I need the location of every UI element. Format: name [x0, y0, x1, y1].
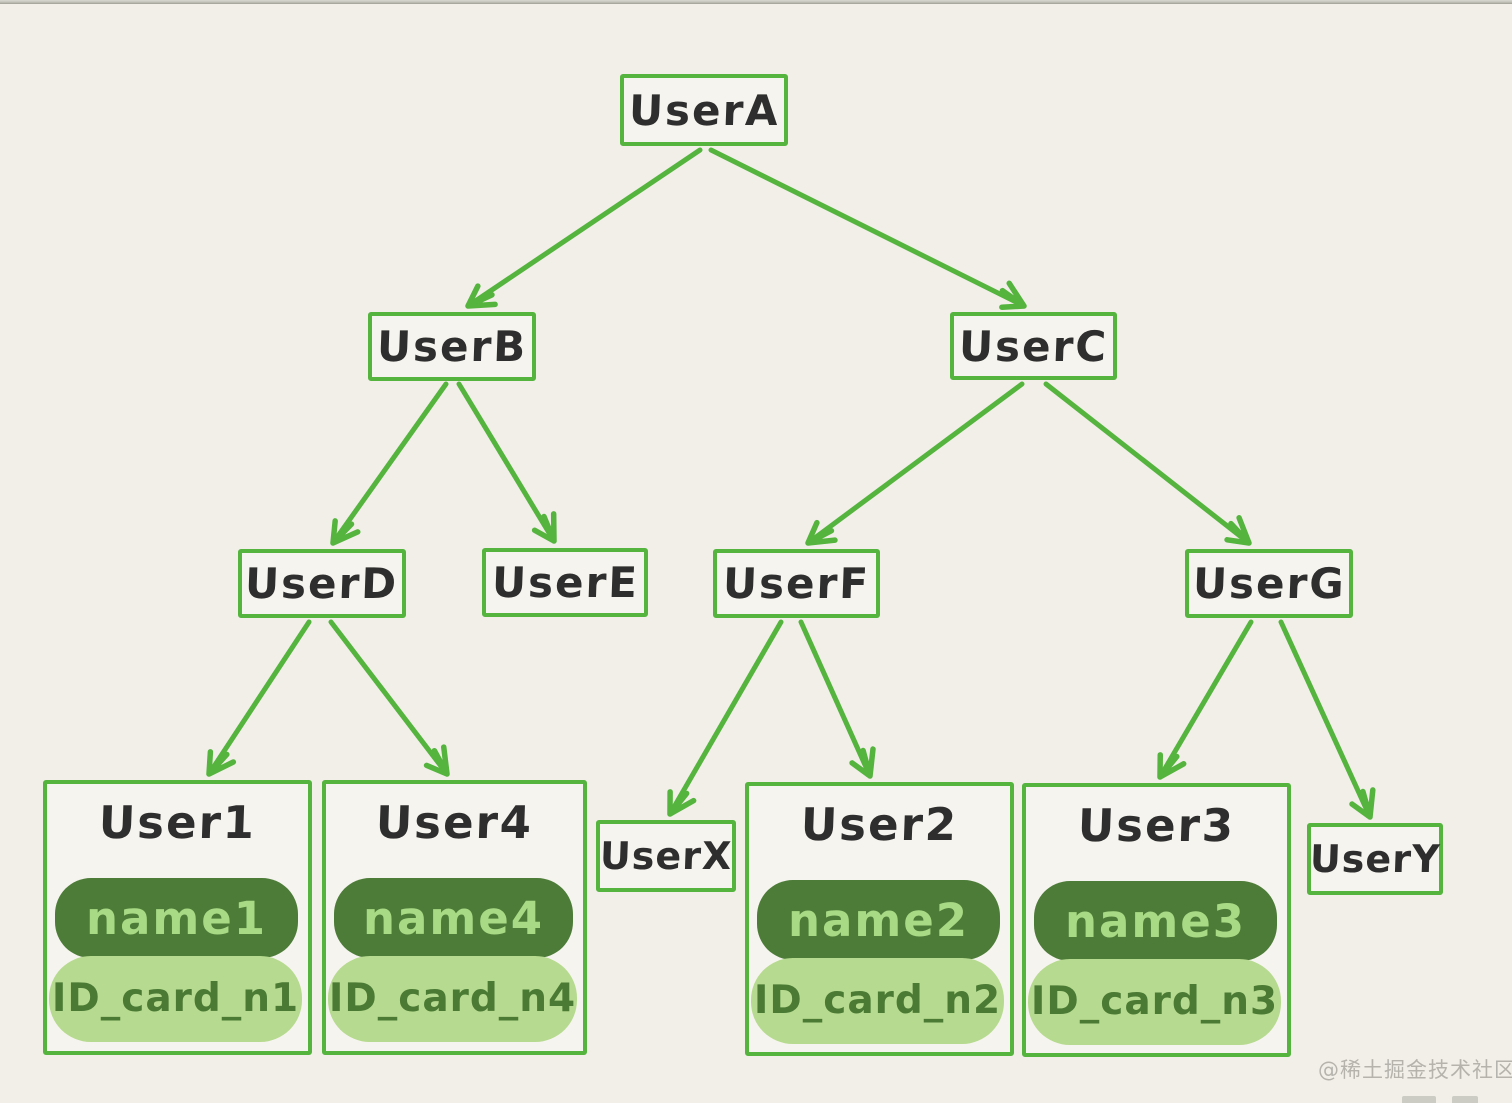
node-usera: UserA [620, 74, 788, 146]
card-user2-idcard-pill: ID_card_n2 [751, 958, 1004, 1044]
card-user2-name-pill: name2 [757, 880, 1000, 960]
node-userx-label: UserX [599, 834, 733, 878]
card-user3-idcard-pill: ID_card_n3 [1028, 959, 1281, 1045]
card-user3-name-pill: name3 [1034, 881, 1277, 961]
edge-userb-usere [456, 381, 557, 544]
card-user1: User1 name1 ID_card_n1 [43, 780, 312, 1055]
node-usery-label: UserY [1308, 837, 1442, 881]
node-userc: UserC [950, 312, 1117, 380]
card-user4: User4 name4 ID_card_n4 [322, 780, 587, 1055]
node-userb-label: UserB [375, 322, 529, 371]
card-user3-title: User3 [1076, 799, 1237, 852]
edge-userg-usery [1278, 619, 1376, 820]
node-userd: UserD [238, 549, 406, 618]
edge-userg-user3 [1157, 619, 1254, 780]
cut-off-text-artifact [1452, 1095, 1478, 1103]
edge-userc-userf [805, 381, 1025, 546]
edge-userd-user4 [328, 619, 450, 777]
card-user3: User3 name3 ID_card_n3 [1022, 783, 1291, 1057]
node-userf-label: UserF [722, 559, 871, 608]
edge-userf-user2 [798, 619, 876, 779]
edge-userd-user1 [206, 619, 312, 777]
node-usera-label: UserA [627, 85, 781, 135]
edge-userc-userg [1043, 381, 1252, 546]
node-userg-label: UserG [1191, 559, 1347, 608]
card-user1-idcard-pill: ID_card_n1 [49, 956, 302, 1042]
edge-usera-userc [708, 147, 1027, 311]
card-user4-name-pill: name4 [334, 878, 573, 958]
node-userf: UserF [713, 549, 880, 618]
node-userb: UserB [368, 312, 536, 381]
edge-userf-userx [667, 619, 784, 817]
node-userd-label: UserD [244, 559, 400, 608]
card-user4-idcard-pill: ID_card_n4 [328, 956, 577, 1042]
card-user2: User2 name2 ID_card_n2 [745, 782, 1014, 1056]
node-usere: UserE [482, 548, 648, 617]
node-userx: UserX [596, 820, 736, 892]
node-userc-label: UserC [958, 321, 1109, 371]
card-user2-title: User2 [799, 798, 960, 851]
node-usery: UserY [1307, 823, 1443, 895]
edge-usera-userb [465, 147, 703, 309]
card-user4-title: User4 [374, 796, 535, 849]
cut-off-text-artifact [1402, 1095, 1436, 1103]
top-border-strip [0, 0, 1512, 4]
edge-userb-userd [330, 381, 449, 546]
node-usere-label: UserE [490, 558, 640, 607]
node-userg: UserG [1185, 549, 1353, 618]
card-user1-name-pill: name1 [55, 878, 298, 958]
watermark: @稀土掘金技术社区 [1318, 1058, 1512, 1082]
card-user1-title: User1 [97, 796, 258, 849]
